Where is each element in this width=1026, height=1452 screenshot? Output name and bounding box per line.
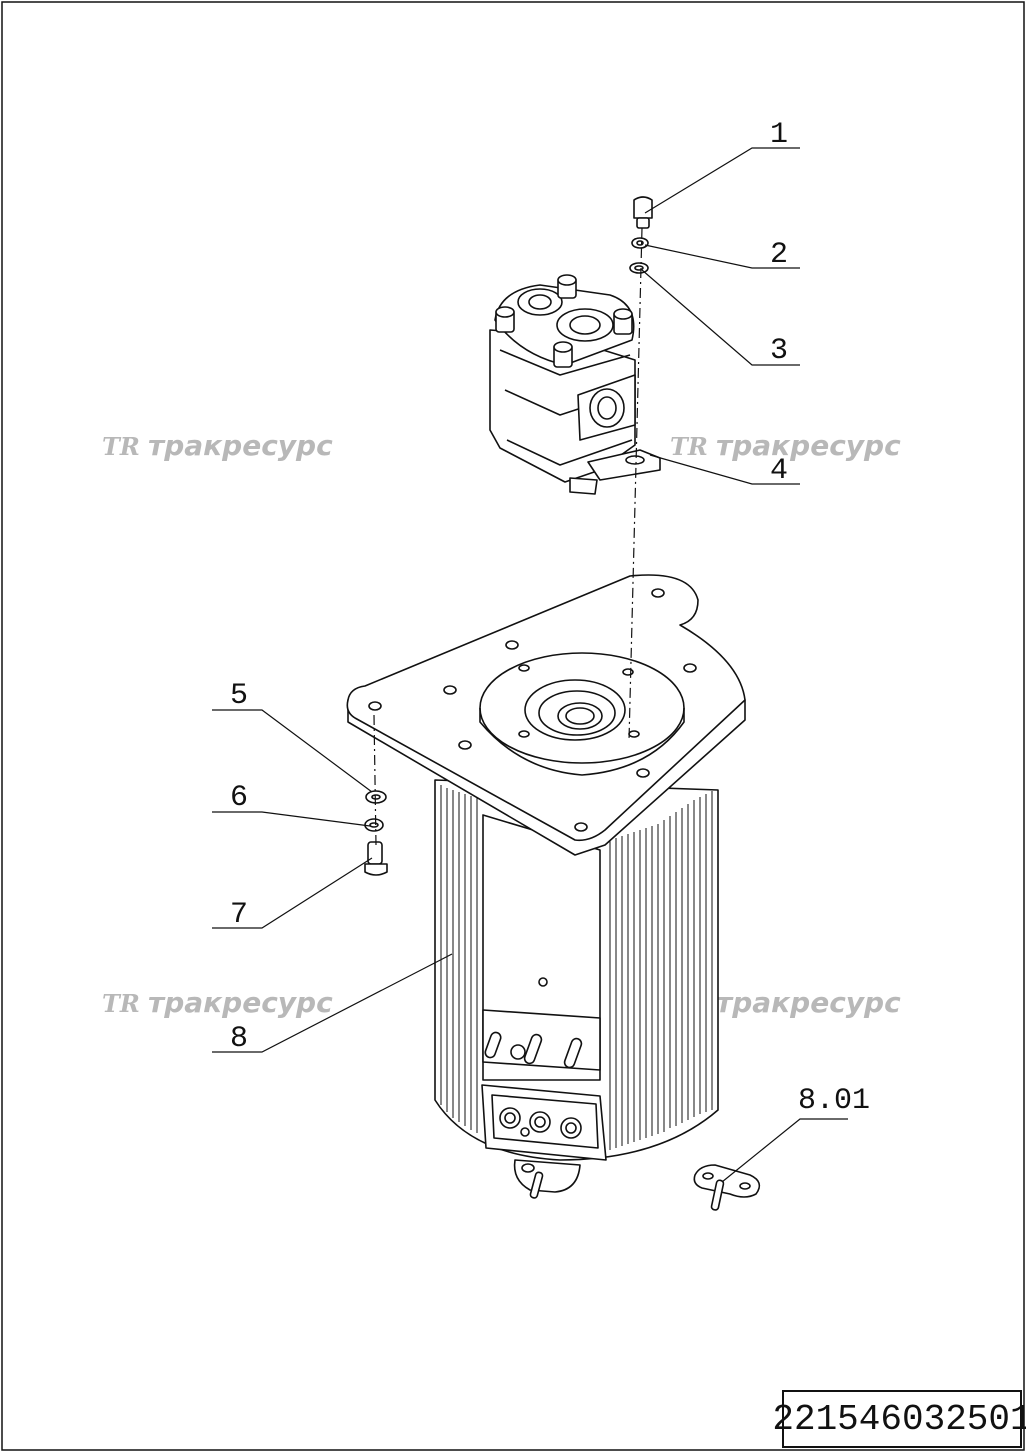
- watermark-text: тракресурс: [148, 429, 333, 462]
- callout-2: 2: [770, 238, 788, 272]
- callout-4: 4: [770, 454, 788, 488]
- flat-washer-5: [365, 790, 387, 804]
- gear-pump: [489, 274, 661, 495]
- watermark-bottom-left: TR тракресурс: [102, 986, 333, 1019]
- bolt-1: [633, 196, 653, 229]
- callout-1: 1: [770, 118, 788, 152]
- mounting-plate: [346, 574, 746, 856]
- motor-housing: [434, 779, 719, 1199]
- bolt-7: [364, 841, 388, 876]
- watermark-text: тракресурс: [148, 986, 333, 1019]
- flat-washer-3: [629, 262, 649, 274]
- watermark-text: тракресурс: [716, 429, 901, 462]
- callout-5: 5: [230, 679, 248, 713]
- watermark-logo: TR: [102, 432, 140, 461]
- assembly-axis-lines: [373, 227, 643, 846]
- bracket-8-01: [693, 1164, 761, 1211]
- callout-8-01: 8.01: [798, 1084, 870, 1118]
- callout-8: 8: [230, 1022, 248, 1056]
- watermark-top-right: TR тракресурс: [670, 429, 901, 462]
- watermark-top-left: TR тракресурс: [102, 429, 333, 462]
- callout-7: 7: [230, 898, 248, 932]
- spring-washer-6: [364, 818, 384, 832]
- callout-6: 6: [230, 781, 248, 815]
- watermark-logo: TR: [102, 989, 140, 1018]
- spring-washer-2: [631, 237, 649, 249]
- watermark-logo: TR: [670, 432, 708, 461]
- leader-lines: [212, 147, 848, 1183]
- watermark-text: тракресурс: [716, 986, 901, 1019]
- terminal-pins: [484, 1031, 583, 1069]
- callout-3: 3: [770, 334, 788, 368]
- document-number: 221546032501: [772, 1390, 1026, 1448]
